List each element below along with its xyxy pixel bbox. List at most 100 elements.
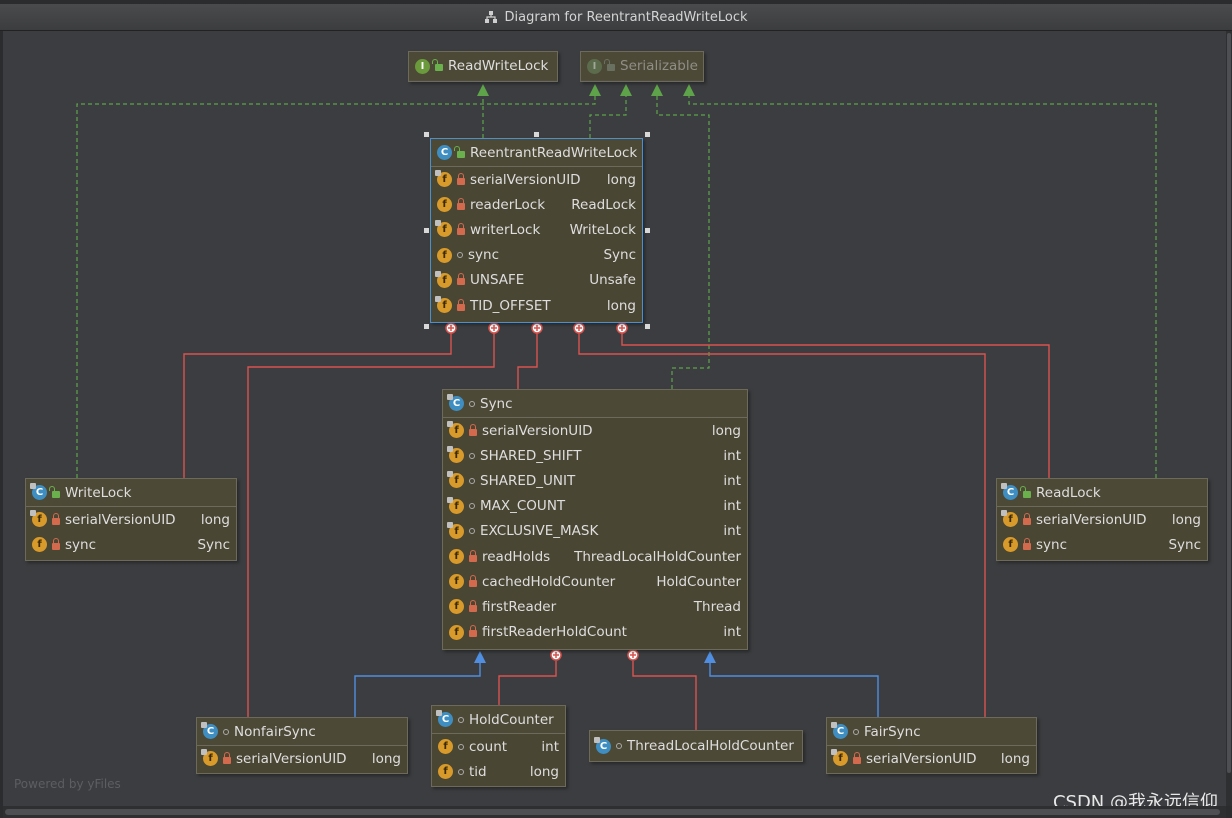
field-row[interactable]: f cachedHoldCounter HoldCounter <box>443 569 747 594</box>
node-serializable[interactable]: I Serializable <box>580 51 704 82</box>
vertical-scrollbar[interactable] <box>1226 31 1232 806</box>
private-lock-icon <box>469 549 477 562</box>
field-row[interactable]: f serialVersionUID long <box>197 746 407 771</box>
field-icon: f <box>449 574 464 590</box>
private-lock-icon <box>1023 512 1031 525</box>
static-field-icon: f <box>435 270 452 288</box>
package-private-icon <box>458 716 464 723</box>
static-field-icon: f <box>435 170 452 188</box>
static-field-icon: f <box>30 510 47 528</box>
window-title: Diagram for ReentrantReadWriteLock <box>504 9 748 25</box>
field-row[interactable]: f firstReader Thread <box>443 594 747 619</box>
private-lock-icon <box>469 599 477 612</box>
private-lock-icon <box>223 751 231 764</box>
field-row[interactable]: f sync Sync <box>26 532 236 557</box>
field-row[interactable]: f SHARED_SHIFT int <box>443 443 747 468</box>
node-fairsync[interactable]: C FairSync f serialVersionUID long <box>826 717 1037 774</box>
field-row[interactable]: f serialVersionUID long <box>431 167 642 192</box>
private-lock-icon <box>52 537 60 550</box>
node-title: FairSync <box>864 723 921 740</box>
node-threadlocalholdcounter[interactable]: C ThreadLocalHoldCounter <box>589 730 803 762</box>
public-icon <box>432 59 443 71</box>
private-lock-icon <box>457 273 465 286</box>
field-row[interactable]: f firstReaderHoldCount int <box>443 620 747 645</box>
edge-readlock-serializable <box>688 92 1157 478</box>
field-row[interactable]: f tid long <box>432 759 565 784</box>
field-row[interactable]: f sync Sync <box>997 532 1207 557</box>
selection-handle[interactable] <box>534 132 539 137</box>
private-lock-icon <box>457 197 465 210</box>
public-icon <box>49 485 60 498</box>
package-private-icon <box>458 743 464 750</box>
class-icon: C <box>436 710 453 727</box>
field-row[interactable]: f writerLock WriteLock <box>431 217 642 242</box>
static-field-icon: f <box>447 521 464 539</box>
scrollbar-thumb[interactable] <box>5 809 1220 815</box>
node-sync[interactable]: C Sync f serialVersionUID long f SHARED_… <box>442 389 748 650</box>
field-row[interactable]: f serialVersionUID long <box>827 746 1036 771</box>
node-reentrantreadwritelock[interactable]: C ReentrantReadWriteLock f serialVersion… <box>430 138 643 323</box>
horizontal-scrollbar[interactable] <box>3 806 1226 818</box>
field-row[interactable]: f serialVersionUID long <box>443 418 747 443</box>
private-lock-icon <box>469 574 477 587</box>
class-icon: C <box>201 722 218 739</box>
selection-handle[interactable] <box>424 228 429 233</box>
edge-sync-holdcounter <box>498 661 557 705</box>
node-holdcounter[interactable]: C HoldCounter f count int f tid long <box>431 705 566 787</box>
scrollbar-thumb[interactable] <box>1227 33 1231 773</box>
package-private-icon <box>853 728 859 735</box>
field-row[interactable]: f serialVersionUID long <box>26 507 236 532</box>
class-icon: C <box>437 145 452 160</box>
field-icon: f <box>449 624 464 640</box>
package-private-icon <box>616 743 622 749</box>
node-title: WriteLock <box>65 484 132 501</box>
field-row[interactable]: f TID_OFFSET long <box>431 293 642 318</box>
diagram-icon <box>485 11 498 23</box>
node-writelock[interactable]: C WriteLock f serialVersionUID long f sy… <box>25 478 237 561</box>
field-row[interactable]: f count int <box>432 734 565 759</box>
field-row[interactable]: f readerLock ReadLock <box>431 192 642 217</box>
selection-handle[interactable] <box>645 132 650 137</box>
package-private-icon <box>223 728 229 735</box>
edge-rrwl-writelock <box>183 333 452 478</box>
static-field-icon: f <box>447 446 464 464</box>
class-icon: C <box>30 483 47 500</box>
static-field-icon: f <box>447 421 464 439</box>
selection-handle[interactable] <box>424 132 429 137</box>
edge-rrwl-readlock <box>621 333 1050 478</box>
node-nonfairsync[interactable]: C NonfairSync f serialVersionUID long <box>196 717 408 774</box>
public-icon <box>454 145 465 158</box>
public-icon <box>604 59 615 71</box>
field-icon: f <box>438 739 453 755</box>
package-private-icon <box>458 768 464 775</box>
node-readwritelock[interactable]: I ReadWriteLock <box>408 51 558 82</box>
edge-nonfairsync-sync <box>354 662 481 717</box>
private-lock-icon <box>469 423 477 436</box>
field-row[interactable]: f EXCLUSIVE_MASK int <box>443 519 747 544</box>
edge-rrwl-nonfairsync <box>247 333 495 717</box>
field-row[interactable]: f SHARED_UNIT int <box>443 468 747 493</box>
field-row[interactable]: f readHolds ThreadLocalHoldCounter <box>443 544 747 569</box>
edge-sync-tlhc <box>632 661 697 730</box>
class-icon: C <box>594 736 611 754</box>
field-row[interactable]: f sync Sync <box>431 243 642 268</box>
node-readlock[interactable]: C ReadLock f serialVersionUID long f syn… <box>996 478 1208 561</box>
field-row[interactable]: f UNSAFE Unsafe <box>431 268 642 293</box>
field-icon: f <box>437 197 452 213</box>
package-private-icon <box>469 452 475 459</box>
field-icon: f <box>438 764 453 780</box>
static-field-icon: f <box>435 296 452 314</box>
private-lock-icon <box>853 751 861 764</box>
edge-sync-serializable <box>656 92 710 389</box>
selection-handle[interactable] <box>424 324 429 329</box>
selection-handle[interactable] <box>645 228 650 233</box>
class-icon: C <box>831 722 848 739</box>
field-row[interactable]: f serialVersionUID long <box>997 507 1207 532</box>
selection-handle[interactable] <box>645 324 650 329</box>
field-row[interactable]: f MAX_COUNT int <box>443 494 747 519</box>
field-icon: f <box>437 247 452 263</box>
static-field-icon: f <box>831 749 848 767</box>
package-private-icon <box>469 477 475 484</box>
